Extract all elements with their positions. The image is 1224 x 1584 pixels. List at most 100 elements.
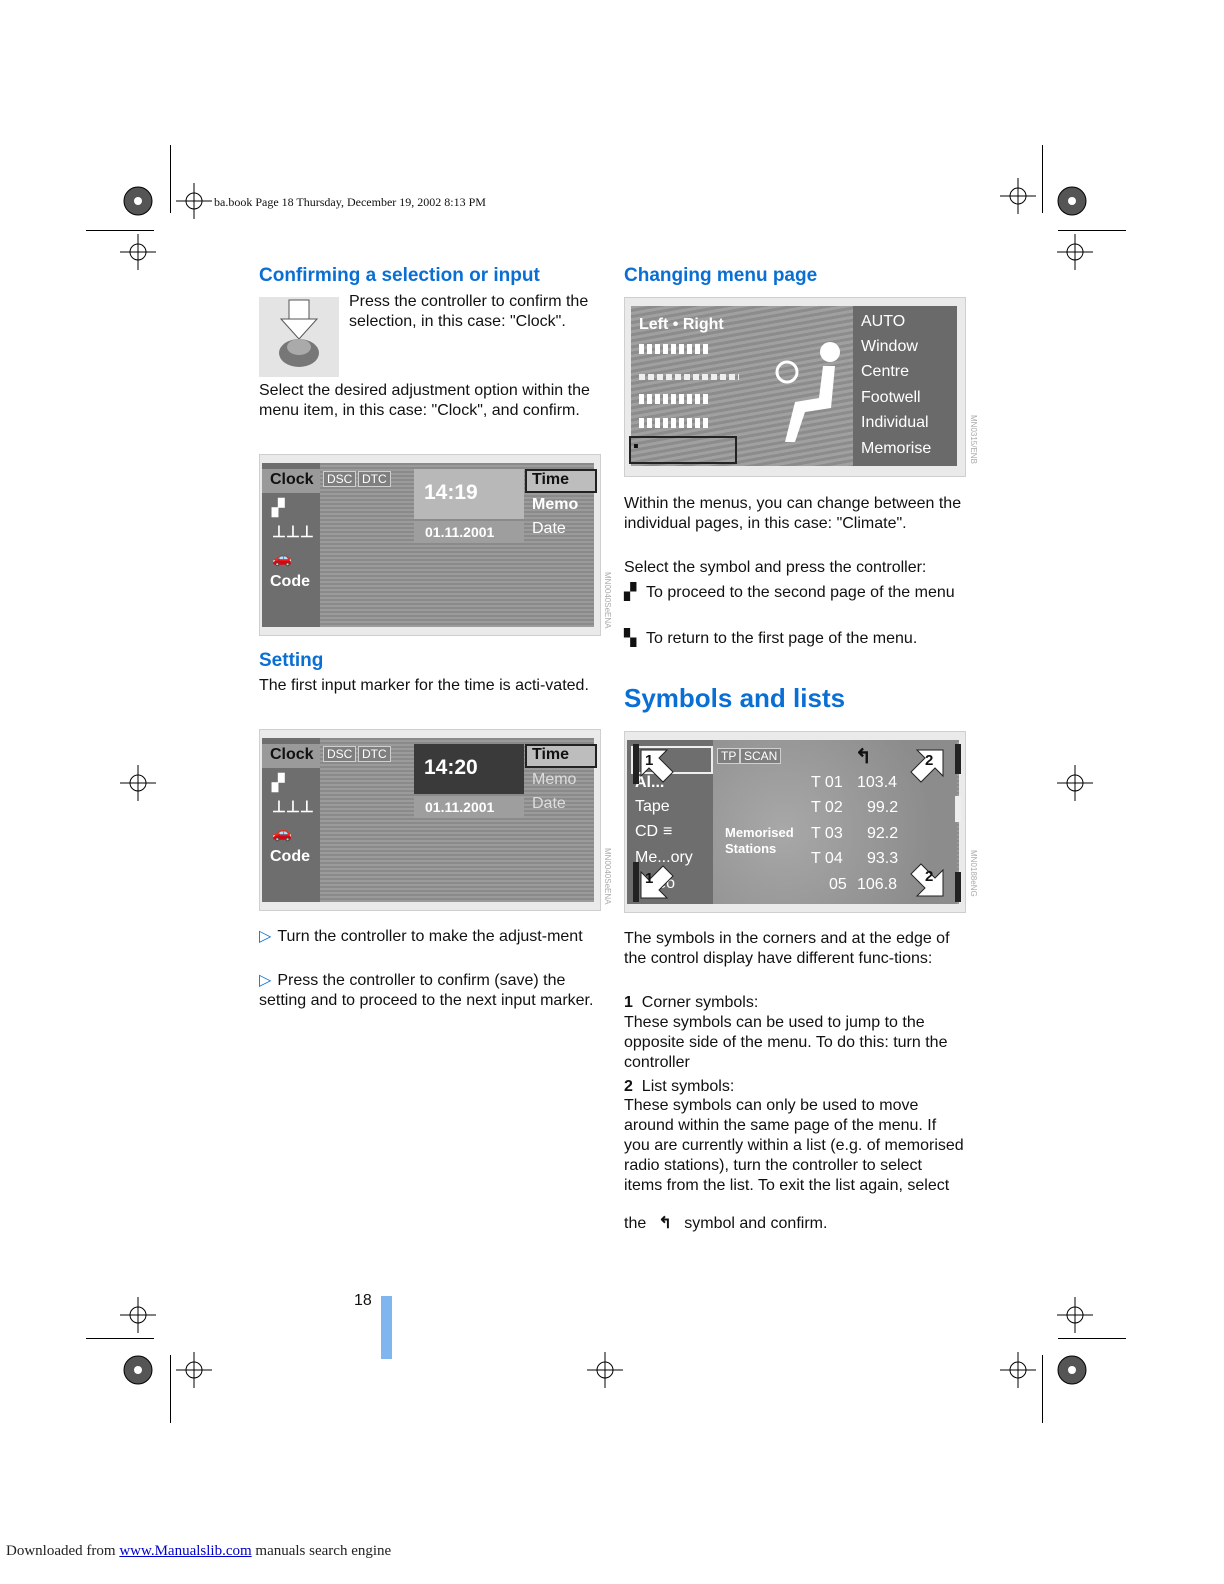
- climate-screen: Left • Right ▪ AUTO Window Centre Footwe…: [624, 297, 966, 477]
- back-arrow-icon: ↰: [658, 1215, 672, 1232]
- station-preset[interactable]: T 02: [811, 799, 843, 816]
- option-memo: Memo: [532, 771, 577, 788]
- scale-icon: ⊥⊥⊥: [272, 799, 314, 816]
- image-code: MN0040SeENA: [603, 572, 612, 629]
- return-text: ▚To return to the first page of the menu…: [624, 630, 918, 647]
- scan-tag: SCAN: [740, 748, 782, 764]
- corner-number-1: 1: [645, 870, 654, 887]
- clock-screen-2: Clock ▞ ⊥⊥⊥ 🚗 Code DSC DTC 14:20 01.11.2…: [259, 729, 601, 911]
- station-frequency[interactable]: 92.2: [867, 825, 899, 842]
- menu-clock: Clock: [270, 471, 314, 488]
- within-text: Within the menus, you can change between…: [624, 495, 962, 532]
- crosshair-icon: [1000, 178, 1036, 214]
- station-frequency[interactable]: 93.3: [867, 850, 899, 867]
- heading-confirming: Confirming a selection or input: [259, 265, 540, 286]
- menu-clock: Clock: [270, 746, 314, 763]
- crosshair-icon: [176, 183, 212, 219]
- crosshair-icon: [1057, 765, 1093, 801]
- station-preset[interactable]: T 03: [811, 825, 843, 842]
- download-footer: Downloaded from www.Manualslib.com manua…: [6, 1543, 392, 1559]
- dsc-tag: DSC: [323, 471, 357, 487]
- climate-header: Left • Right: [639, 316, 724, 333]
- dtc-tag: DTC: [358, 471, 391, 487]
- list-arrow-icon[interactable]: [909, 862, 945, 898]
- station-frequency[interactable]: 99.2: [867, 799, 899, 816]
- item-2-title: 2 List symbols:: [624, 1078, 735, 1095]
- crosshair-icon: [1000, 1352, 1036, 1388]
- menu-code: Code: [270, 848, 310, 865]
- triangle-bullet-icon: ▷: [259, 972, 272, 989]
- time-value: 14:19: [424, 481, 478, 504]
- climate-item-centre: Centre: [861, 363, 910, 380]
- car-icon: 🚗: [272, 825, 292, 842]
- item-1-title: 1 Corner symbols:: [624, 994, 759, 1011]
- option-time: Time: [532, 746, 570, 763]
- bullet-turn: ▷Turn the controller to make the adjust-…: [259, 928, 583, 945]
- seat-icon: ▞: [272, 500, 285, 517]
- list-number-2: 2: [925, 752, 934, 769]
- item-2-end: the↰symbol and confirm.: [624, 1215, 828, 1232]
- triangle-bullet-icon: ▷: [259, 928, 272, 945]
- image-code: MN0040SeENA: [603, 848, 612, 905]
- heading-changing-menu-page: Changing menu page: [624, 265, 818, 286]
- climate-item-memorise: Memorise: [861, 440, 932, 457]
- bullet-press: ▷Press the controller to confirm (save) …: [259, 972, 594, 1009]
- page-forward-icon[interactable]: ▪: [633, 438, 639, 455]
- heading-setting: Setting: [259, 650, 324, 671]
- station-frequency[interactable]: 103.4: [857, 774, 898, 791]
- confirm-text: Press the controller to confirm the sele…: [349, 293, 589, 330]
- car-icon: 🚗: [272, 550, 292, 567]
- station-preset[interactable]: T 01: [811, 774, 843, 791]
- crosshair-icon: [120, 765, 156, 801]
- list-arrow-icon[interactable]: [909, 748, 945, 784]
- image-code: MN0188eNG: [969, 850, 978, 897]
- climate-item-auto: AUTO: [861, 313, 906, 330]
- image-code: MN0315/ENB: [969, 415, 978, 464]
- crosshair-icon: [120, 1297, 156, 1333]
- page-back-icon: ▚: [624, 630, 637, 647]
- setting-text: The first input marker for the time is a…: [259, 677, 589, 694]
- proceed-text: ▞To proceed to the second page of the me…: [624, 584, 955, 601]
- option-date: Date: [532, 520, 566, 537]
- crosshair-icon: [587, 1352, 623, 1388]
- date-value: 01.11.2001: [425, 799, 495, 815]
- radio-item-memory: Me...ory: [635, 849, 693, 866]
- page-number: 18: [354, 1292, 372, 1309]
- tp-tag: TP: [717, 748, 741, 764]
- registration-wheel-icon: [1057, 186, 1087, 216]
- menu-code: Code: [270, 573, 310, 590]
- dtc-tag: DTC: [358, 746, 391, 762]
- select-symbol-text: Select the symbol and press the controll…: [624, 559, 927, 576]
- scale-icon: ⊥⊥⊥: [272, 524, 314, 541]
- registration-wheel-icon: [123, 1355, 153, 1385]
- print-slug: ba.book Page 18 Thursday, December 19, 2…: [214, 195, 486, 209]
- seated-person-icon: [775, 342, 840, 442]
- climate-item-footwell: Footwell: [861, 389, 921, 406]
- option-memo: Memo: [532, 496, 579, 513]
- date-value: 01.11.2001: [425, 524, 495, 540]
- select-text: Select the desired adjustment option wit…: [259, 382, 590, 419]
- memorised-stations-label: Memorised Stations: [725, 825, 794, 856]
- page-marker-bar: [381, 1296, 392, 1359]
- heading-symbols-and-lists: Symbols and lists: [624, 683, 846, 713]
- time-value: 14:20: [424, 756, 478, 779]
- list-number-2: 2: [925, 868, 934, 885]
- corner-arrow-icon[interactable]: [639, 864, 675, 900]
- station-frequency[interactable]: 106.8: [857, 876, 898, 893]
- crosshair-icon: [176, 1352, 212, 1388]
- back-arrow-icon[interactable]: ↰: [855, 746, 872, 768]
- option-date: Date: [532, 795, 566, 812]
- station-preset[interactable]: T 04: [811, 850, 843, 867]
- manualslib-link[interactable]: www.Manualslib.com: [119, 1543, 252, 1559]
- corner-number-1: 1: [645, 752, 654, 769]
- seat-icon: ▞: [272, 775, 285, 792]
- clock-screen-1: Clock ▞ ⊥⊥⊥ 🚗 Code DSC DTC 14:19 01.11.2…: [259, 454, 601, 636]
- climate-item-individual: Individual: [861, 414, 929, 431]
- option-time: Time: [532, 471, 570, 488]
- corner-arrow-icon[interactable]: [639, 748, 675, 784]
- radio-item-tape: Tape: [635, 798, 670, 815]
- item-1-text: These symbols can be used to jump to the…: [624, 1014, 948, 1071]
- page-symbol-frame[interactable]: [629, 436, 737, 464]
- station-preset[interactable]: 05: [829, 876, 847, 893]
- radio-item-am: Al...: [635, 774, 665, 791]
